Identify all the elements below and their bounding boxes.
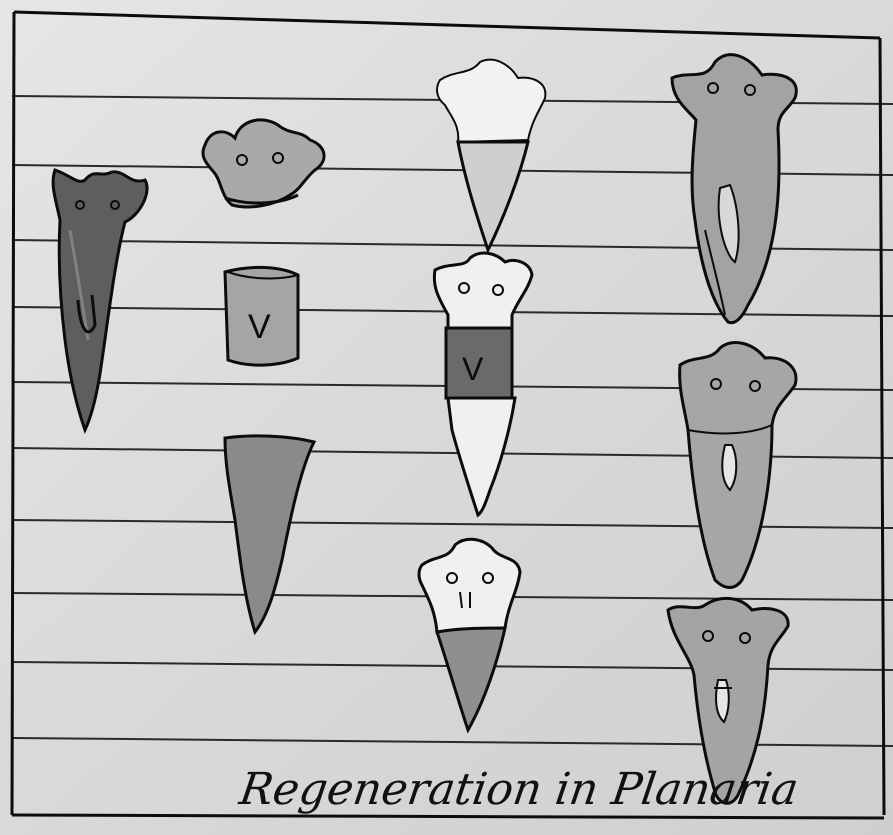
label-v-regen: V	[462, 351, 484, 387]
label-v-middle: V	[248, 308, 271, 346]
diagram-caption: Regeneration in Planaria	[236, 760, 844, 820]
